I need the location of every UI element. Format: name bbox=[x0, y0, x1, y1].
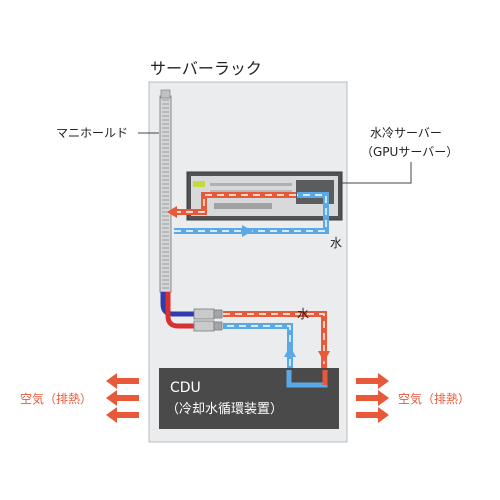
hot-pipe-manifold-to-cdu bbox=[223, 311, 330, 378]
water-label-top: 水 bbox=[330, 236, 342, 250]
rack-label: サーバーラック bbox=[150, 59, 262, 78]
air-arrows-left bbox=[106, 373, 139, 423]
server-label-line1: 水冷サーバー bbox=[370, 126, 442, 140]
air-label-left: 空気（排熱） bbox=[20, 391, 92, 406]
left-arrow-3 bbox=[106, 407, 139, 423]
air-label-right: 空気（排熱） bbox=[398, 391, 470, 406]
right-arrow-2 bbox=[356, 390, 389, 406]
left-arrow-1 bbox=[106, 373, 139, 389]
manifold bbox=[159, 89, 172, 293]
cold-pipe-cdu-to-manifold bbox=[223, 323, 296, 378]
hot-arrow-to-manifold bbox=[167, 206, 177, 218]
left-arrow-2 bbox=[106, 390, 139, 406]
manifold-hoses bbox=[160, 292, 196, 329]
cold-pipe-manifold-to-server bbox=[174, 192, 329, 237]
cdu-label-line1: CDU bbox=[170, 380, 201, 396]
server-leader-line bbox=[342, 162, 412, 184]
cdu-label-line2: （冷却水循環装置） bbox=[166, 402, 283, 417]
hot-arrow-down bbox=[318, 351, 330, 362]
right-arrow-3 bbox=[356, 407, 389, 423]
hot-pipe-server-to-manifold bbox=[167, 192, 296, 218]
manifold-label: マニホールド bbox=[56, 126, 128, 140]
water-label-mid: 水 bbox=[297, 307, 309, 321]
right-arrow-1 bbox=[356, 373, 389, 389]
server-label-line2: （GPUサーバー） bbox=[361, 145, 458, 159]
cdu-box bbox=[159, 368, 339, 429]
quick-couplers bbox=[193, 308, 223, 332]
cold-arrow-up bbox=[284, 346, 296, 357]
cold-arrow-in-pipe bbox=[242, 225, 253, 237]
air-arrows-right bbox=[356, 373, 389, 423]
